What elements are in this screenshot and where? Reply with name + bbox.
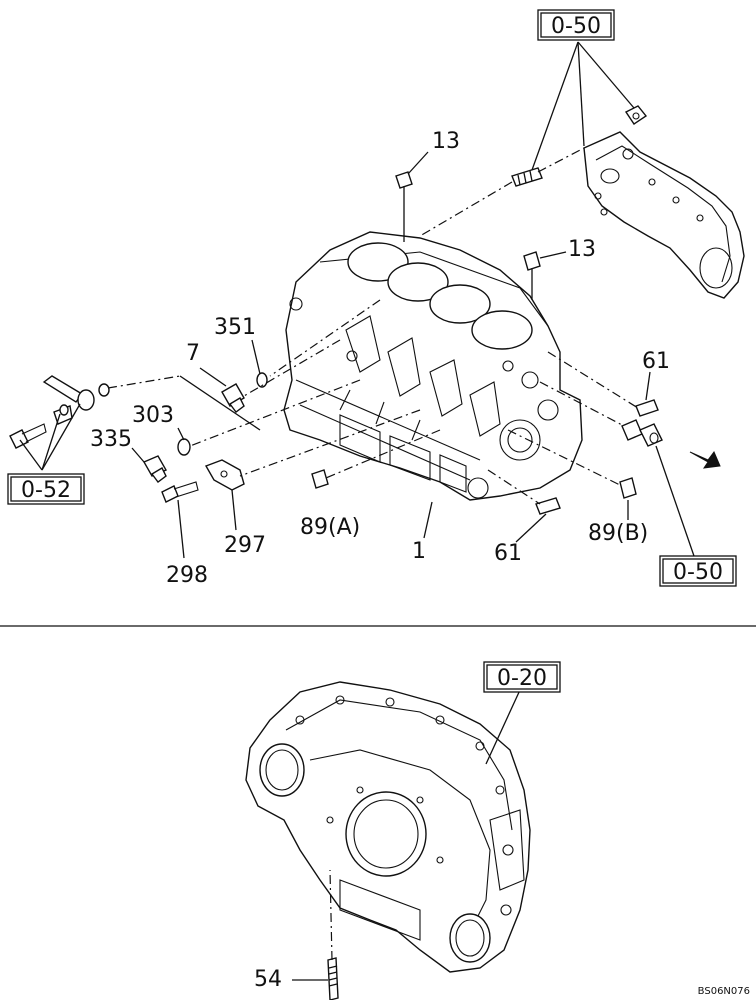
drawing-code: BS06N076 <box>698 986 750 997</box>
oil-fitting <box>621 419 663 447</box>
cylinder-block <box>283 231 583 501</box>
part-label-54: 54 <box>254 967 282 992</box>
plug-335 <box>143 455 167 483</box>
part-label-7: 7 <box>186 341 200 366</box>
part-label-297: 297 <box>224 533 266 558</box>
leader-0-20 <box>485 689 521 765</box>
oil-cooler-housing <box>583 131 745 299</box>
ref-box-0-20: 0-20 <box>483 661 561 693</box>
part-label-89b: 89(B) <box>588 521 648 546</box>
arrow-icon <box>689 451 721 469</box>
ref-label-0-50-right: 0-50 <box>673 560 723 585</box>
part-label-61-bottom: 61 <box>494 541 522 566</box>
part-label-351: 351 <box>214 315 256 340</box>
plug-7 <box>221 383 245 413</box>
part-label-89a: 89(A) <box>300 515 360 540</box>
ref-label-0-52: 0-52 <box>21 478 71 503</box>
part-label-61-right: 61 <box>642 349 670 374</box>
part-label-298: 298 <box>166 563 208 588</box>
washer-303 <box>177 438 191 456</box>
bolt-298 <box>161 481 199 503</box>
ref-label-0-50-top: 0-50 <box>551 14 601 39</box>
stud-pipe-top <box>511 167 543 187</box>
washer-351 <box>256 372 268 388</box>
part-label-13-top: 13 <box>432 129 460 154</box>
dowel-13-top <box>395 171 413 242</box>
ref-box-0-50-right: 0-50 <box>659 555 737 587</box>
plug-89a <box>311 469 329 489</box>
hose-fitting-parts <box>9 375 110 449</box>
ref-box-0-50-top: 0-50 <box>537 9 615 41</box>
cover-plate-297 <box>204 459 245 491</box>
ref-label-0-20: 0-20 <box>497 666 547 691</box>
stud-54 <box>292 869 339 1000</box>
housing-bolt-top <box>624 105 648 125</box>
flywheel-housing <box>245 681 531 973</box>
part-label-1: 1 <box>412 539 426 564</box>
part-label-13-right: 13 <box>568 237 596 262</box>
part-label-303: 303 <box>132 403 174 428</box>
pin-61-bottom <box>535 497 561 515</box>
part-label-335: 335 <box>90 427 132 452</box>
pin-61-right <box>635 399 659 417</box>
plug-89b <box>619 477 637 499</box>
ref-box-0-52: 0-52 <box>7 473 85 505</box>
leader-lines-upper <box>19 41 695 559</box>
dowel-13-right <box>523 251 541 300</box>
